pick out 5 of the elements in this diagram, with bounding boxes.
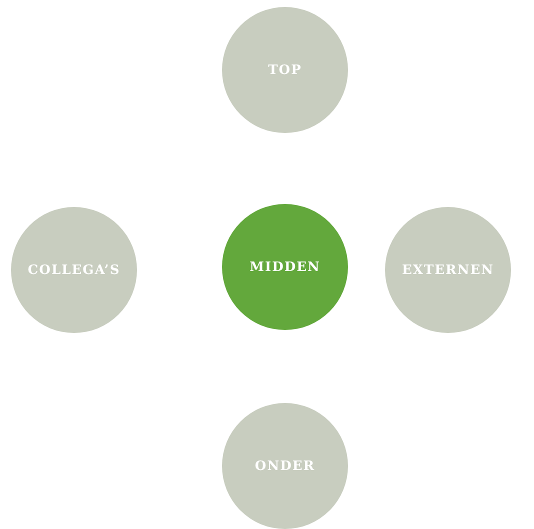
node-label: ONDER [254,458,316,474]
node-label: TOP [268,62,302,78]
node-label: MIDDEN [250,260,320,274]
node-label: COLLEGA’S [28,262,120,278]
node-label: EXTERNEN [402,262,494,278]
